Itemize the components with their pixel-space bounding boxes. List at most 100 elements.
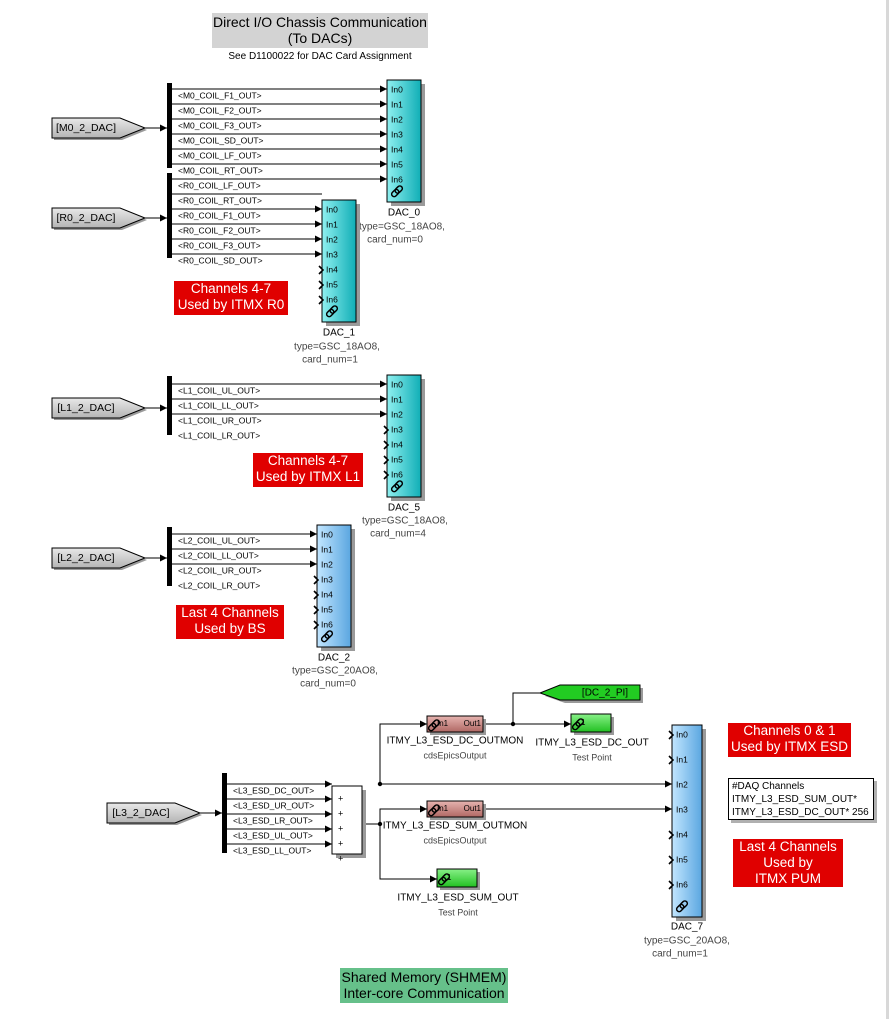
from-tag-r0[interactable] xyxy=(51,207,147,229)
unconnected-port-icon xyxy=(383,425,390,435)
test-point-type: Test Point xyxy=(572,752,612,762)
link-ring xyxy=(427,807,437,817)
bus-selector-l1[interactable] xyxy=(167,376,172,435)
unconnected-port-icon xyxy=(668,755,675,765)
goto-tag-dc-2-pi[interactable] xyxy=(538,684,641,701)
dac-port-label: In0 xyxy=(391,84,403,94)
arrowhead xyxy=(310,560,317,568)
link-ring xyxy=(427,722,437,732)
dac-name: DAC_0 xyxy=(388,208,421,219)
bus-signal-label: <L1_COIL_LR_OUT> xyxy=(178,430,260,440)
unconnected-port-icon xyxy=(313,590,320,600)
dac-port-label: In1 xyxy=(326,219,338,229)
bus-signal-label: <R0_COIL_F3_OUT> xyxy=(178,240,261,250)
arrowhead xyxy=(325,810,332,818)
unconnected-port-icon xyxy=(313,575,320,585)
library-link-icon xyxy=(320,630,334,643)
dac-port-label: In1 xyxy=(391,394,403,404)
arrowhead xyxy=(315,205,322,213)
arrowhead xyxy=(160,214,167,222)
epics-block-sum_outmon[interactable] xyxy=(426,800,484,818)
dac-card-num: card_num=0 xyxy=(367,235,423,246)
unconnected-port-icon xyxy=(668,855,675,865)
arrowhead xyxy=(310,545,317,553)
link-ring xyxy=(431,719,441,728)
annotation-itmx-l1: Channels 4-7 Used by ITMX L1 xyxy=(253,453,363,487)
link-ring xyxy=(571,721,581,731)
arrowhead xyxy=(430,875,437,883)
bus-signal-label: <L3_ESD_LL_OUT> xyxy=(233,845,311,855)
signal-line xyxy=(379,824,437,880)
annotation-line: Channels 0 & 1 xyxy=(743,723,836,738)
dac-block-dac2[interactable] xyxy=(316,524,352,648)
from-tag-l1[interactable] xyxy=(51,397,147,419)
bus-selector-l3[interactable] xyxy=(222,773,227,853)
dac-port-label: In3 xyxy=(391,129,403,139)
dac-port-label: In6 xyxy=(321,619,333,629)
dac-port-label: In4 xyxy=(321,589,333,599)
from-tag-label: [M0_2_DAC] xyxy=(56,122,116,134)
bus-selector-l2[interactable] xyxy=(167,527,172,586)
library-link-icon xyxy=(390,480,404,493)
bus-signal-label: <R0_COIL_F1_OUT> xyxy=(178,210,261,220)
arrowhead xyxy=(380,410,387,418)
daq-channels-line: ITMY_L3_ESD_DC_OUT* 256 xyxy=(732,807,869,818)
dac-port-label: In6 xyxy=(326,294,338,304)
test-point-type: Test Point xyxy=(438,907,478,917)
epics-out-port: Out1 xyxy=(464,719,482,728)
arrowhead xyxy=(325,780,332,788)
from-tag-l2[interactable] xyxy=(51,547,147,569)
bus-signal-label: <L3_ESD_UL_OUT> xyxy=(233,830,313,840)
dac-type: type=GSC_18AO8, xyxy=(294,342,380,353)
bus-signal-label: <L2_COIL_UL_OUT> xyxy=(178,535,260,545)
bus-signal-label: <L2_COIL_LR_OUT> xyxy=(178,580,260,590)
link-ring xyxy=(394,185,404,194)
dac-port-label: In4 xyxy=(676,829,688,839)
dac-port-label: In2 xyxy=(391,409,403,419)
link-ring xyxy=(329,305,339,314)
shmem-title: Shared Memory (SHMEM) Inter-core Communi… xyxy=(340,968,508,1003)
bus-signal-label: <L3_ESD_UR_OUT> xyxy=(233,800,314,810)
dac-card-num: card_num=4 xyxy=(370,529,426,540)
dac-card-num: card_num=1 xyxy=(652,949,708,960)
library-link-icon xyxy=(437,873,451,886)
dac-block-dac1[interactable] xyxy=(321,199,357,323)
arrowhead xyxy=(380,380,387,388)
arrowhead xyxy=(325,840,332,848)
dac-port-label: In1 xyxy=(676,754,688,764)
daq-channels-line: #DAQ Channels xyxy=(732,781,805,792)
from-tag-m0[interactable] xyxy=(51,117,147,139)
bus-selector-r0[interactable] xyxy=(167,173,172,258)
dac-port-label: In1 xyxy=(391,99,403,109)
dac-block-dac0[interactable] xyxy=(386,79,422,203)
library-link-icon xyxy=(427,719,441,732)
dac-block-dac5[interactable] xyxy=(386,374,422,498)
sum-port-label: + xyxy=(338,793,343,803)
epics-in-port: In1 xyxy=(437,719,449,728)
arrowhead xyxy=(325,825,332,833)
annotation-line: Channels 4-7 xyxy=(267,453,349,468)
from-tag-l3[interactable] xyxy=(106,802,202,824)
unconnected-port-icon xyxy=(318,265,325,275)
arrowhead xyxy=(380,115,387,123)
dac-port-label: In3 xyxy=(326,249,338,259)
dac-port-label: In1 xyxy=(321,544,333,554)
dac-assignment-note: See D1100022 for DAC Card Assignment xyxy=(228,51,412,62)
daq-channels-block[interactable]: #DAQ Channels ITMY_L3_ESD_SUM_OUT* ITMY_… xyxy=(728,778,874,820)
goto-tag-label: [DC_2_PI] xyxy=(582,688,628,699)
epics-block-dc_outmon[interactable] xyxy=(426,715,484,733)
link-ring xyxy=(394,480,404,489)
bus-selector-m0[interactable] xyxy=(167,83,172,168)
sum-block[interactable] xyxy=(331,785,363,855)
from-tag-label: [L2_2_DAC] xyxy=(57,552,114,564)
dac-port-label: In0 xyxy=(391,379,403,389)
arrowhead xyxy=(665,805,672,813)
branch-point xyxy=(377,821,383,827)
epics-block-name: ITMY_L3_ESD_SUM_OUTMON xyxy=(383,821,527,832)
arrowhead xyxy=(380,130,387,138)
dac-block-dac7[interactable] xyxy=(671,724,703,918)
bus-signal-label: <R0_COIL_F2_OUT> xyxy=(178,225,261,235)
library-link-icon xyxy=(675,900,689,913)
sum-port-label: + xyxy=(338,853,343,863)
